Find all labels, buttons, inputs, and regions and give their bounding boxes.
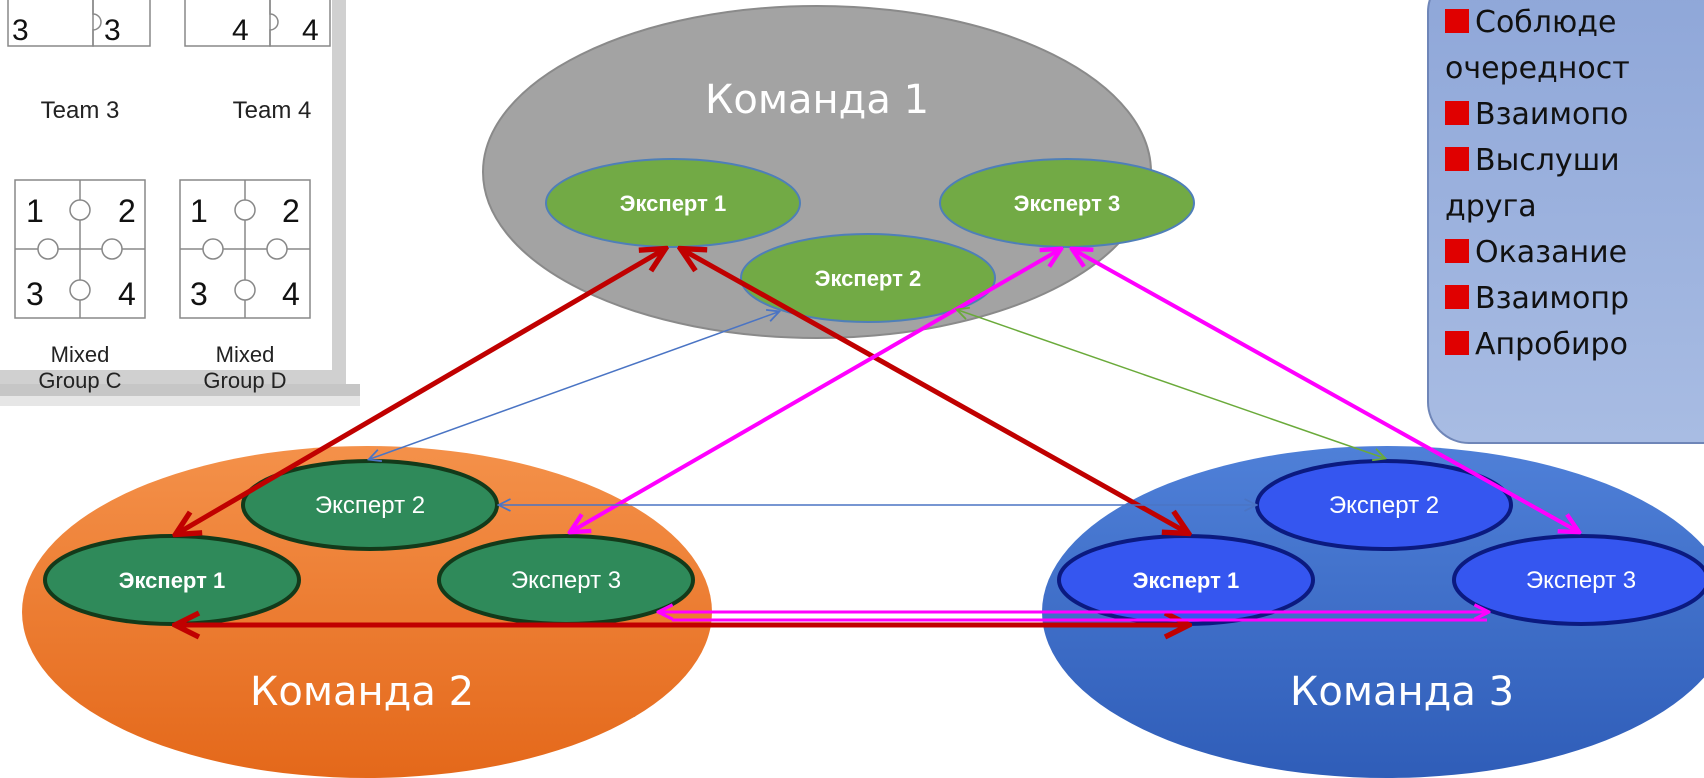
rule-item: Оказание (1445, 230, 1704, 276)
team-2-expert-1-label: Эксперт 1 (119, 568, 225, 593)
link-expert2-team1-team3 (958, 310, 1384, 458)
mixed-group-c-line2: Group C (38, 368, 121, 393)
bullet-square-icon (1445, 147, 1469, 171)
rule-item: очередност (1445, 46, 1704, 92)
rule-text: очередност (1445, 51, 1630, 86)
team-3-expert-3-node (1452, 534, 1704, 626)
puzzle-digit: 4 (232, 14, 249, 47)
team-3-expert-1-label: Эксперт 1 (1133, 568, 1239, 593)
puzzle-digit: 2 (118, 193, 136, 229)
team-3-title: Команда 3 (1290, 669, 1514, 715)
team-4-label: Team 4 (233, 97, 312, 124)
puzzle-digit: 4 (302, 14, 319, 47)
mixed-group-d-line1: Mixed (216, 342, 275, 367)
bullet-square-icon (1445, 285, 1469, 309)
link-expert2-team1-team2 (370, 312, 778, 459)
rule-item: друга (1445, 184, 1704, 230)
bullet-square-icon (1445, 239, 1469, 263)
puzzle-inset: 3 3 4 4 Team 3 Team 4 1 2 3 4 Mixed Grou… (0, 0, 360, 406)
rule-text: Выслуши (1475, 143, 1620, 178)
rule-text: Взаимопр (1475, 281, 1630, 316)
rule-text: Апробиро (1475, 327, 1628, 362)
team-3-label: Team 3 (41, 97, 120, 124)
puzzle-digit: 3 (26, 276, 44, 312)
rule-item: Взаимопо (1445, 92, 1704, 138)
mixed-group-d-line2: Group D (203, 368, 286, 393)
puzzle-piece-icon (269, 0, 331, 47)
puzzle-piece-icon (92, 0, 151, 47)
team-1-title: Команда 1 (705, 77, 929, 123)
team-2-expert-2-label: Эксперт 2 (315, 492, 425, 519)
rule-text: друга (1445, 189, 1537, 224)
rule-text: Оказание (1475, 235, 1628, 270)
bullet-square-icon (1445, 331, 1469, 355)
bullet-square-icon (1445, 101, 1469, 125)
puzzle-digit: 3 (12, 14, 29, 47)
rule-item: Взаимопр (1445, 276, 1704, 322)
team-3-expert-2-label: Эксперт 2 (1329, 492, 1439, 519)
puzzle-digit: 4 (282, 276, 300, 312)
team-1-expert-2-label: Эксперт 2 (815, 266, 921, 291)
puzzle-digit: 1 (190, 193, 208, 229)
team-2-title: Команда 2 (250, 669, 474, 715)
puzzle-digit: 2 (282, 193, 300, 229)
team-1-expert-1-label: Эксперт 1 (620, 191, 726, 216)
link-expert3-team1-team2 (572, 250, 1059, 531)
rule-item: Апробиро (1445, 322, 1704, 368)
rule-text: Взаимопо (1475, 97, 1629, 132)
rule-item: Выслуши (1445, 138, 1704, 184)
puzzle-digit: 1 (26, 193, 44, 229)
mixed-group-c-line1: Mixed (51, 342, 110, 367)
puzzle-digit: 3 (104, 14, 121, 47)
rules-list: Соблюде очередност Взаимопо Выслуши друг… (1445, 0, 1704, 368)
team-3-expert-3-label: Эксперт 3 (1526, 567, 1636, 594)
puzzle-digit: 3 (190, 276, 208, 312)
puzzle-digit: 4 (118, 276, 136, 312)
puzzle-group-c: 1 2 3 4 Mixed Group C (14, 179, 146, 393)
team-1-expert-3-label: Эксперт 3 (1014, 191, 1120, 216)
rules-panel (1427, 0, 1704, 444)
rule-text: Соблюде (1475, 5, 1617, 40)
bullet-square-icon (1445, 9, 1469, 33)
rule-item: Соблюде (1445, 0, 1704, 46)
team-2-expert-3-label: Эксперт 3 (511, 567, 621, 594)
expert-links (178, 250, 1577, 625)
